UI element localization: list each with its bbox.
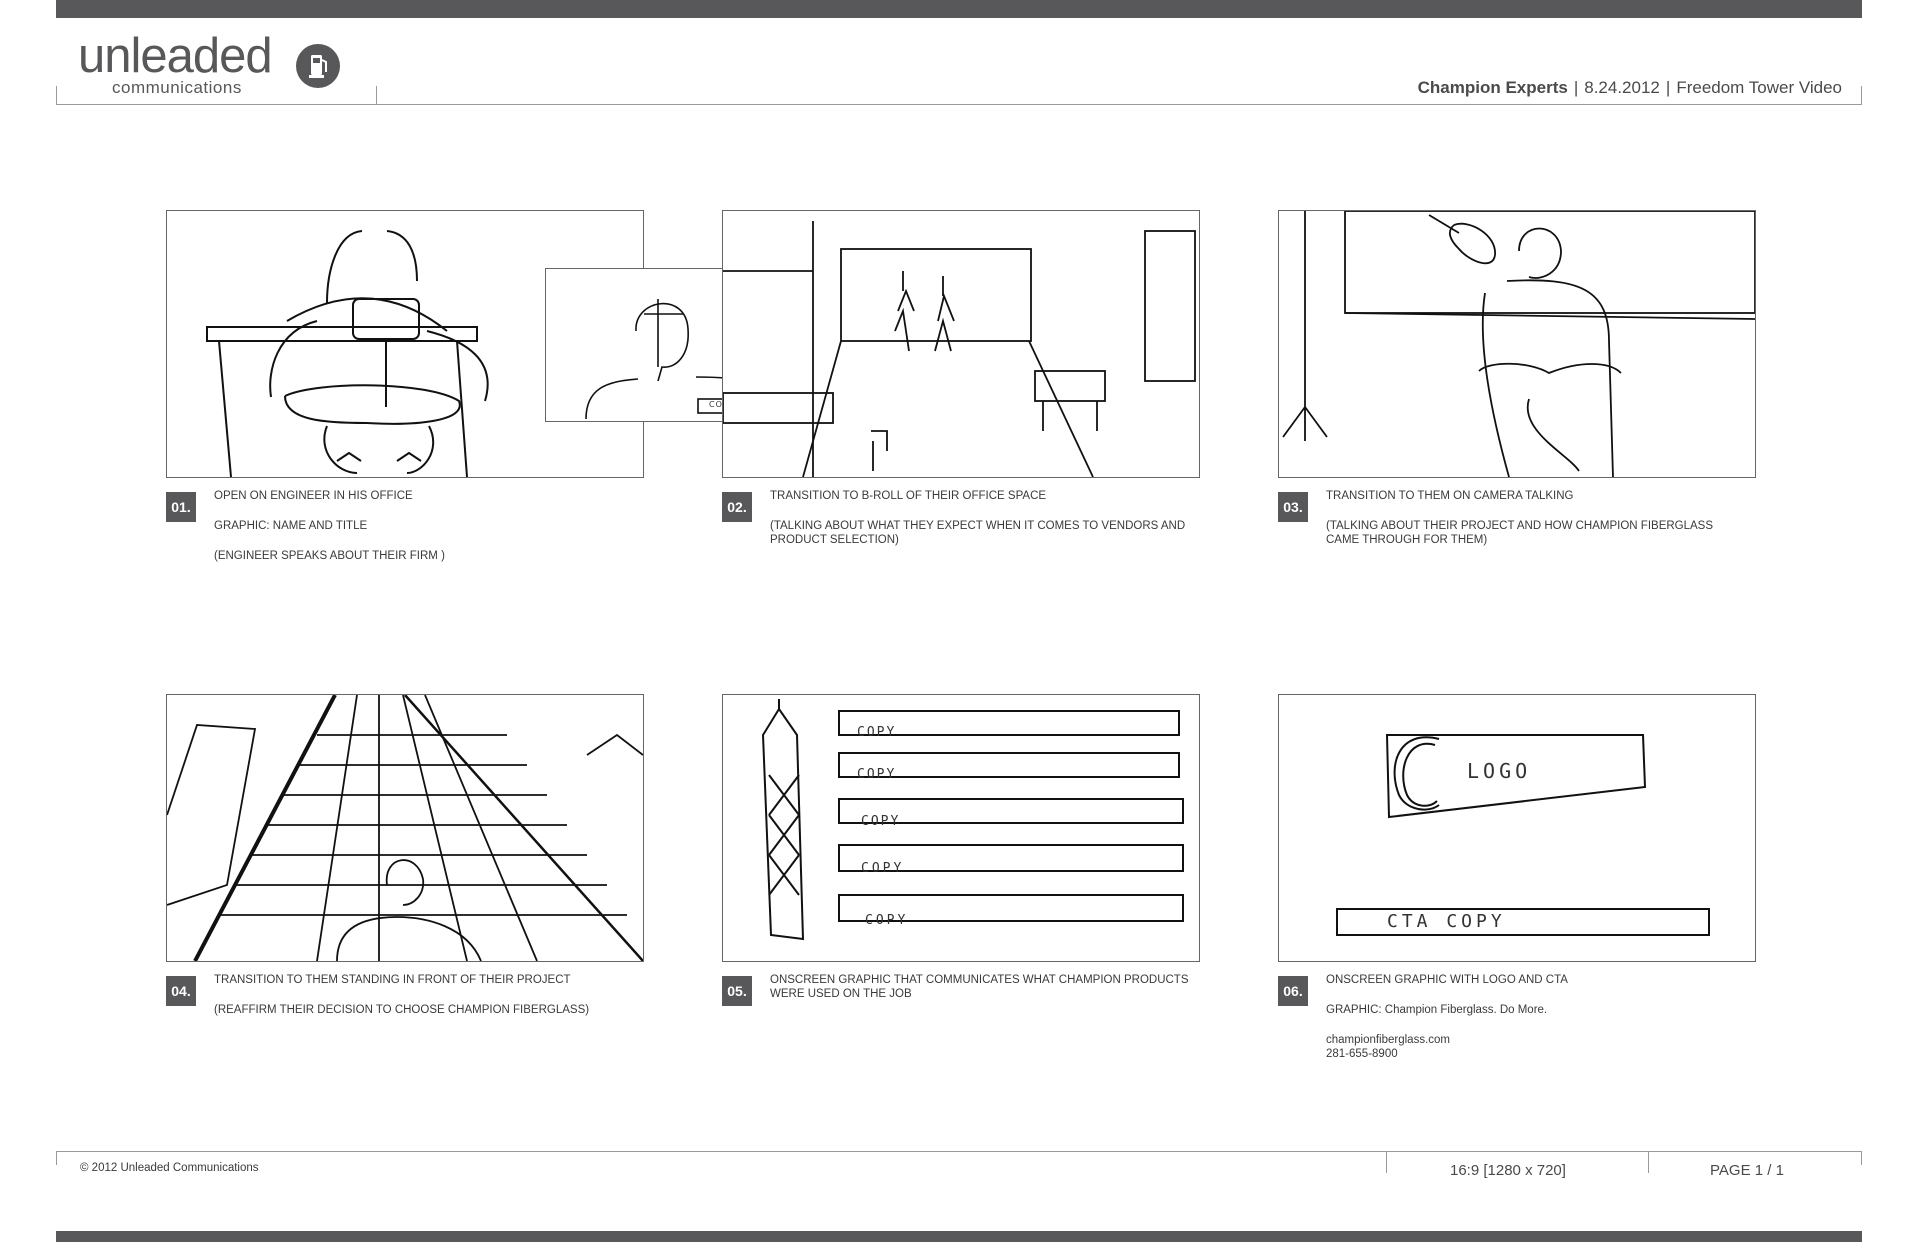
storyboard-frame-04 bbox=[166, 694, 644, 962]
footer-tick-left bbox=[56, 1151, 57, 1165]
description-line: GRAPHIC: NAME AND TITLE bbox=[214, 520, 368, 532]
description-line: ONSCREEN GRAPHIC WITH LOGO AND CTA bbox=[1326, 974, 1568, 986]
copy-bar-label: COPY bbox=[861, 861, 905, 876]
bottom-bar bbox=[56, 1231, 1862, 1242]
header-rule bbox=[56, 104, 1862, 105]
frame-06-description: ONSCREEN GRAPHIC WITH LOGO AND CTA GRAPH… bbox=[1326, 973, 1746, 1061]
header-tick-right bbox=[1861, 86, 1862, 104]
frame-01-description: OPEN ON ENGINEER IN HIS OFFICE GRAPHIC: … bbox=[214, 489, 634, 579]
page-number: PAGE 1 / 1 bbox=[1710, 1162, 1784, 1179]
sketch-tower-and-copy-bars bbox=[761, 699, 1184, 941]
cta-placeholder-label: CTA COPY bbox=[1387, 911, 1506, 932]
frame-03-description: TRANSITION TO THEM ON CAMERA TALKING (TA… bbox=[1326, 489, 1746, 563]
copy-bar-label: COPY bbox=[865, 913, 909, 928]
frame-number: 03. bbox=[1278, 492, 1308, 522]
description-line: (ENGINEER SPEAKS ABOUT THEIR FIRM ) bbox=[214, 550, 445, 562]
description-line: TRANSITION TO THEM STANDING IN FRONT OF … bbox=[214, 974, 571, 986]
frame-number: 06. bbox=[1278, 976, 1308, 1006]
frame-04-description: TRANSITION TO THEM STANDING IN FRONT OF … bbox=[214, 973, 634, 1033]
contact-phone: 281-655-8900 bbox=[1326, 1048, 1398, 1060]
copy-bar-label: COPY bbox=[857, 767, 897, 782]
header-tick-logo bbox=[376, 86, 377, 104]
footer-rule bbox=[56, 1151, 1862, 1152]
footer-tick-right bbox=[1861, 1151, 1862, 1165]
storyboard-frame-05: COPY COPY COPY COPY COPY bbox=[722, 694, 1200, 962]
client-name: Champion Experts bbox=[1417, 78, 1568, 97]
description-line: (REAFFIRM THEIR DECISION TO CHOOSE CHAMP… bbox=[214, 1004, 590, 1016]
storyboard-frame-06: LOGO CTA COPY bbox=[1278, 694, 1756, 962]
logo-wordmark: unleaded bbox=[78, 29, 273, 83]
description-line: ONSCREEN GRAPHIC THAT COMMUNICATES WHAT … bbox=[770, 974, 1189, 1000]
storyboard-frame-03 bbox=[1278, 210, 1756, 478]
description-line: TRANSITION TO B-ROLL OF THEIR OFFICE SPA… bbox=[770, 490, 1047, 502]
unleaded-logo: unleaded communications bbox=[78, 32, 358, 100]
meta-separator: | bbox=[1665, 78, 1671, 97]
top-bar bbox=[56, 0, 1862, 18]
header-tick-left bbox=[56, 86, 57, 104]
logo-placeholder-label: LOGO bbox=[1467, 759, 1532, 783]
frame-number: 02. bbox=[722, 492, 752, 522]
copy-bar-label: COPY bbox=[861, 814, 901, 829]
description-line: (TALKING ABOUT THEIR PROJECT AND HOW CHA… bbox=[1326, 520, 1714, 546]
sketch-logo-and-cta bbox=[1336, 734, 1710, 936]
frame-05-description: ONSCREEN GRAPHIC THAT COMMUNICATES WHAT … bbox=[770, 973, 1190, 1017]
project-name: Freedom Tower Video bbox=[1676, 78, 1842, 97]
copyright-notice: © 2012 Unleaded Communications bbox=[80, 1162, 259, 1174]
fuel-pump-icon bbox=[296, 44, 340, 88]
contact-website: championfiberglass.com bbox=[1326, 1034, 1451, 1046]
meta-separator: | bbox=[1573, 78, 1579, 97]
document-date: 8.24.2012 bbox=[1584, 78, 1660, 97]
copy-bar-label: COPY bbox=[857, 725, 897, 740]
inset-copy-label: COPY bbox=[709, 400, 734, 409]
logo-subtitle: communications bbox=[112, 78, 242, 97]
frame-02-description: TRANSITION TO B-ROLL OF THEIR OFFICE SPA… bbox=[770, 489, 1190, 563]
document-meta: Champion Experts | 8.24.2012 | Freedom Tower… bbox=[1418, 78, 1842, 98]
sketch-engineer-at-desk bbox=[206, 230, 489, 477]
aspect-ratio-label: 16:9 [1280 x 720] bbox=[1450, 1162, 1566, 1179]
footer-tick bbox=[1648, 1151, 1649, 1173]
frame-number: 04. bbox=[166, 976, 196, 1006]
description-line: GRAPHIC: Champion Fiberglass. Do More. bbox=[1326, 1004, 1548, 1016]
description-line: (TALKING ABOUT WHAT THEY EXPECT WHEN IT … bbox=[770, 520, 1186, 546]
description-line: OPEN ON ENGINEER IN HIS OFFICE bbox=[214, 490, 413, 502]
frame-number: 01. bbox=[166, 492, 196, 522]
frame-number: 05. bbox=[722, 976, 752, 1006]
footer-tick bbox=[1386, 1151, 1387, 1173]
sketch-standing-in-front-of-tower bbox=[167, 695, 643, 961]
description-line: TRANSITION TO THEM ON CAMERA TALKING bbox=[1326, 490, 1574, 502]
storyboard-frame-02 bbox=[722, 210, 1200, 478]
sketch-office-space bbox=[723, 221, 1196, 477]
sketch-on-camera-interview bbox=[1282, 211, 1755, 477]
